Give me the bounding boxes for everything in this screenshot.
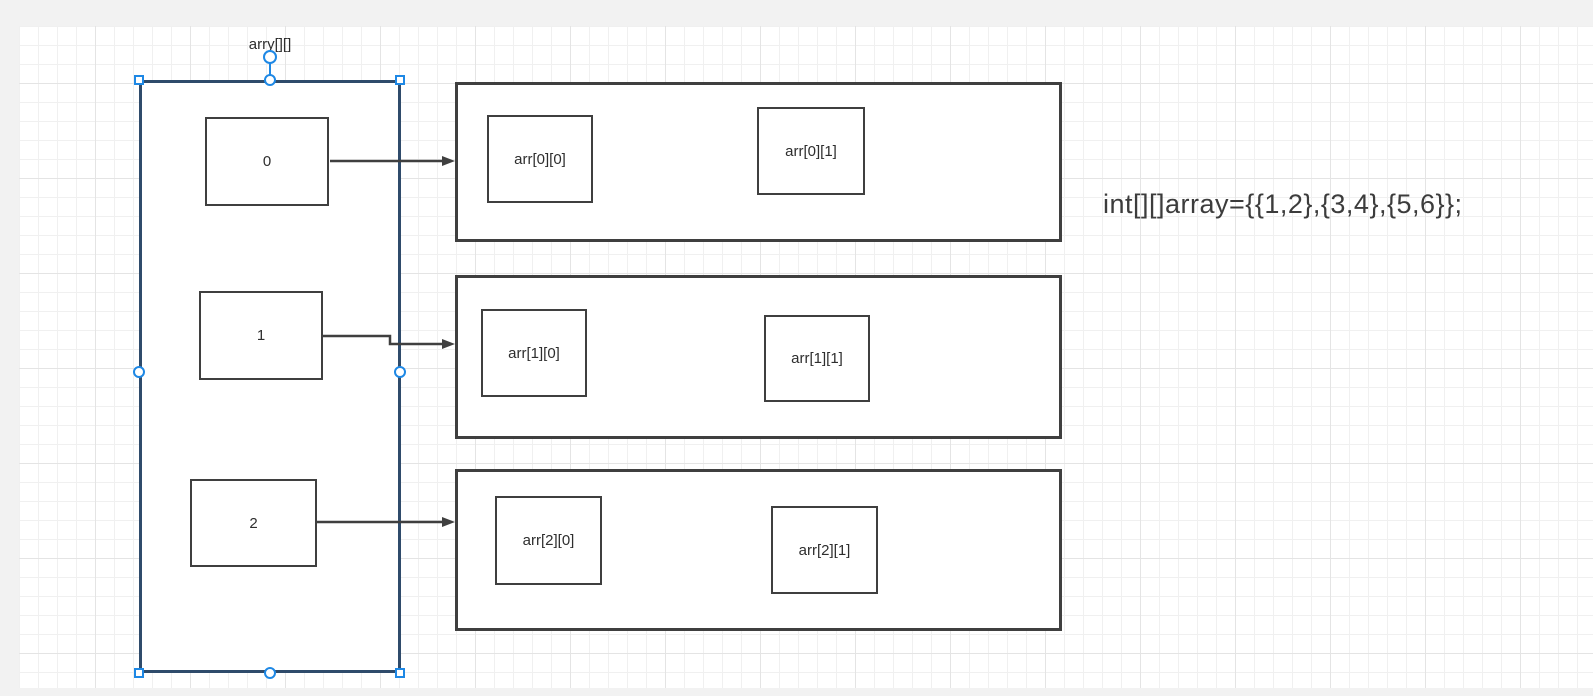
index-box-2-label: 2 [249, 514, 258, 532]
cell-arr-1-0-label: arr[1][0] [508, 344, 560, 362]
cell-arr-2-0-label: arr[2][0] [522, 532, 575, 549]
cell-arr-2-0[interactable]: arr[2][0] [495, 496, 602, 585]
container-label: arry[][] [248, 36, 292, 53]
index-box-1[interactable]: 1 [199, 291, 323, 380]
cell-arr-1-1[interactable]: arr[1][1] [764, 315, 870, 402]
index-box-2[interactable]: 2 [190, 479, 317, 567]
selection-handle-n[interactable] [264, 74, 276, 86]
selection-handle-w[interactable] [133, 366, 145, 378]
cell-arr-2-1-label: arr[2][1] [798, 541, 851, 559]
code-annotation[interactable]: int[][]array={{1,2},{3,4},{5,6}}; [1103, 189, 1463, 219]
selection-handle-sw[interactable] [134, 668, 144, 678]
selection-handle-s[interactable] [264, 667, 276, 679]
cell-arr-1-0[interactable]: arr[1][0] [481, 309, 587, 397]
cell-arr-2-1[interactable]: arr[2][1] [771, 506, 878, 594]
index-box-1-label: 1 [256, 327, 266, 344]
cell-arr-1-1-label: arr[1][1] [791, 350, 843, 367]
selection-handle-e[interactable] [394, 366, 406, 378]
cell-arr-0-1[interactable]: arr[0][1] [757, 107, 865, 195]
selection-handle-se[interactable] [395, 668, 405, 678]
cell-arr-0-0[interactable]: arr[0][0] [487, 115, 593, 203]
rotation-handle[interactable] [263, 50, 277, 64]
cell-arr-0-0-label: arr[0][0] [514, 150, 566, 168]
rotation-handle-stem [269, 62, 271, 80]
index-box-0[interactable]: 0 [205, 117, 329, 206]
selection-handle-ne[interactable] [395, 75, 405, 85]
selection-handle-nw[interactable] [134, 75, 144, 85]
cell-arr-0-1-label: arr[0][1] [785, 142, 837, 160]
index-box-0-label: 0 [262, 153, 272, 170]
